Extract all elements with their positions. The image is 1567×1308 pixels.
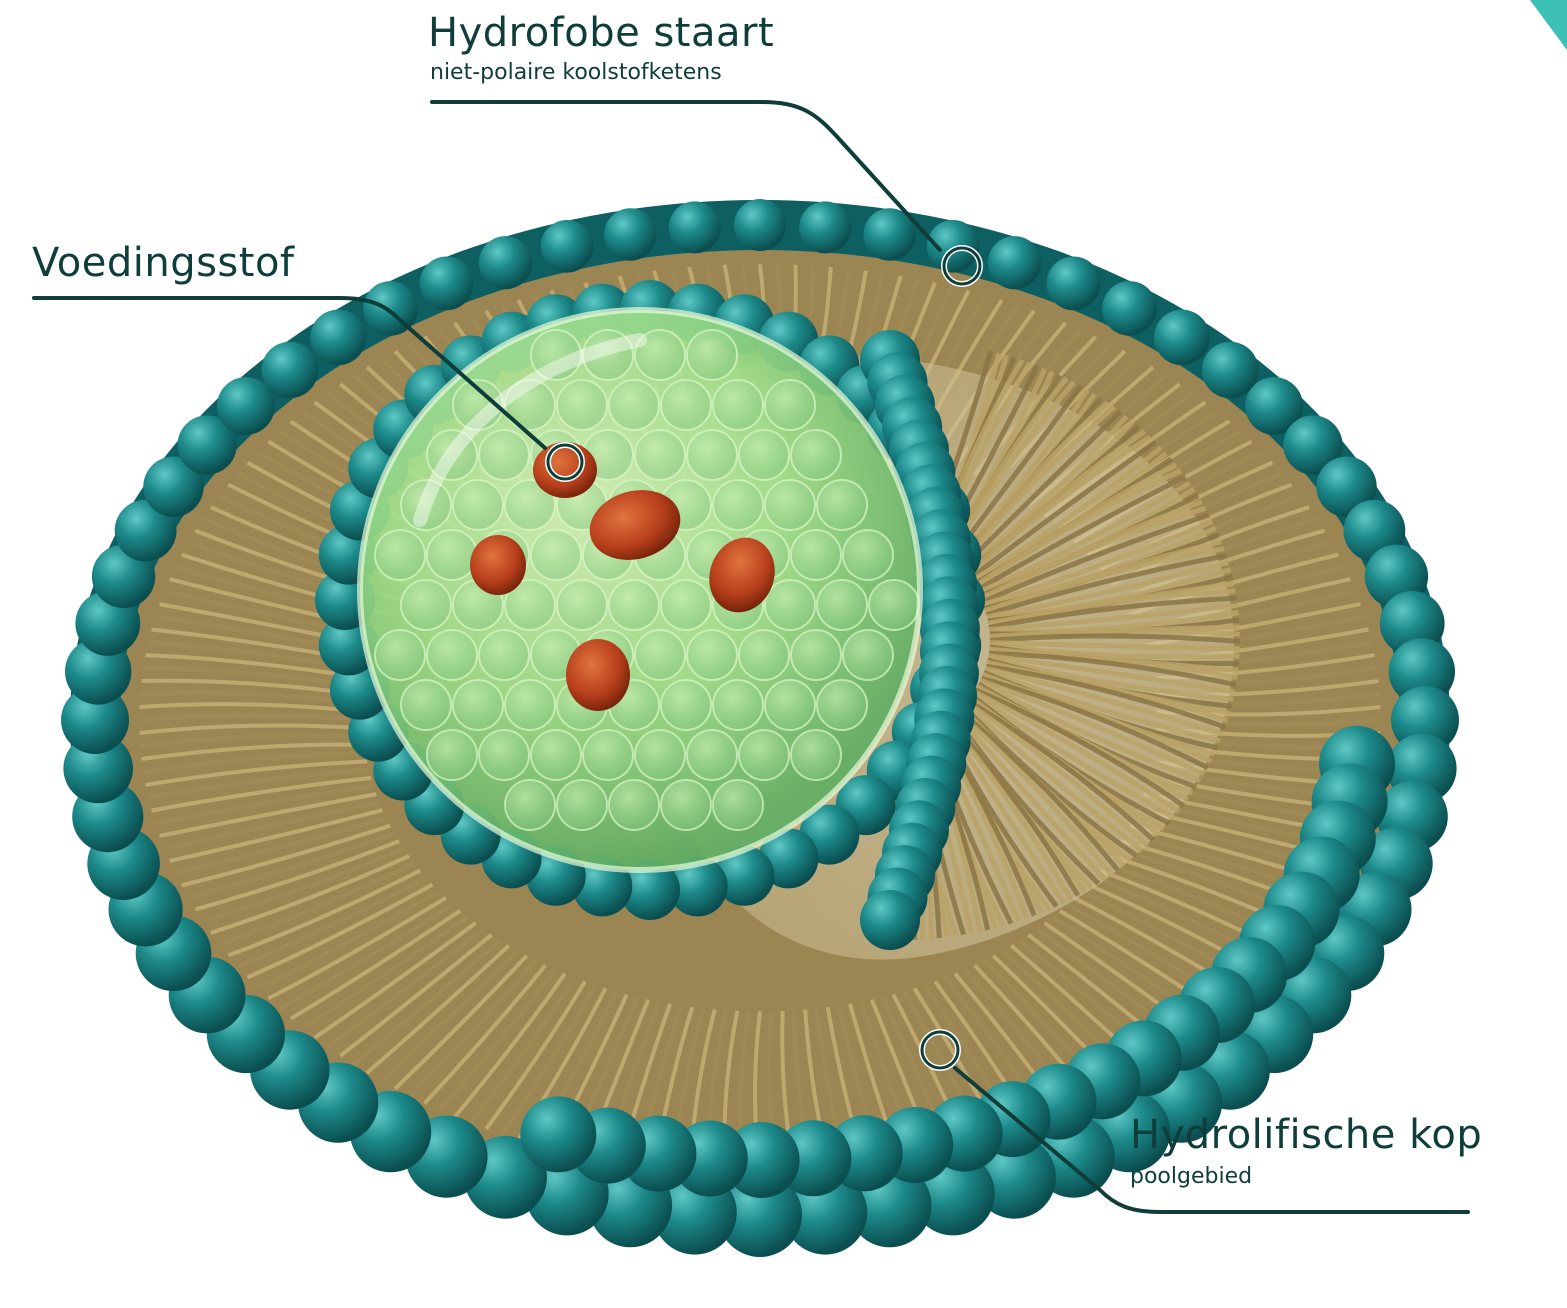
core-cell [843,630,893,680]
core-cell [765,380,815,430]
core-cell [531,730,581,780]
core-cell [505,780,555,830]
nutrient-label-title: Voedingsstof [32,240,295,286]
core-cell [453,480,503,530]
nutrient-particle [533,442,597,498]
core-cell [739,730,789,780]
core-cell [817,680,867,730]
core-cell [557,780,607,830]
core-cell [713,380,763,430]
core-cell [505,680,555,730]
head-sphere [310,310,366,366]
core-cell [609,580,659,630]
core-cell [765,480,815,530]
head-sphere [262,342,319,399]
core-cell [375,630,425,680]
core-cell [713,480,763,530]
nutrient-particle [566,639,630,711]
core-cell [661,780,711,830]
core-cell [765,680,815,730]
core-cell [427,730,477,780]
core-cell [479,730,529,780]
head-sphere [734,199,786,251]
nutrient-particle [470,535,526,595]
head-sphere [1047,257,1101,311]
core-cell [375,530,425,580]
head-sphere [520,1096,596,1172]
head-sphere [420,257,474,311]
head-sphere [541,220,594,273]
core-cell [687,330,737,380]
core-cell [765,580,815,630]
tail-label-title: Hydrofobe staart [428,10,774,56]
core-cell [635,430,685,480]
head-label-subtitle: poolgebied [1130,1164,1252,1190]
core-cell [713,780,763,830]
core-cell [687,630,737,680]
core-cell [479,630,529,680]
core-cell [401,680,451,730]
head-sphere [669,201,721,253]
core-cell [661,680,711,730]
core-cell [453,680,503,730]
core-cell [817,480,867,530]
core-cell [817,580,867,630]
core-cell [791,430,841,480]
core-cell [427,630,477,680]
core-cell [687,730,737,780]
core-cell [609,780,659,830]
core-cell [713,680,763,730]
core-cell [843,530,893,580]
core-cell [427,530,477,580]
core-cell [739,630,789,680]
core-cell [791,730,841,780]
core-cell [583,730,633,780]
core-cell [531,530,581,580]
head-sphere [1202,342,1259,399]
head-label-title: Hydrolifische kop [1130,1112,1482,1158]
head-sphere [799,201,851,253]
cut-edge-sphere [860,890,920,950]
head-sphere [217,377,275,435]
core-cell [479,430,529,480]
head-sphere [1102,281,1157,336]
core-cell [635,730,685,780]
core-cell [869,580,919,630]
core-cell [635,630,685,680]
core-cell [739,430,789,480]
core-cell [609,380,659,430]
head-sphere [479,236,532,289]
corner-accent-icon [1530,0,1567,50]
core-cell [557,380,607,430]
core-cell [557,580,607,630]
core-cell [401,580,451,630]
core-cell [791,630,841,680]
core-cell [791,530,841,580]
head-sphere [988,236,1041,289]
core-cell [687,430,737,480]
head-sphere [604,208,656,260]
head-sphere [1154,310,1210,366]
core-cell [661,380,711,430]
tail-label-subtitle: niet-polaire koolstofketens [430,60,722,86]
core-cell [661,580,711,630]
